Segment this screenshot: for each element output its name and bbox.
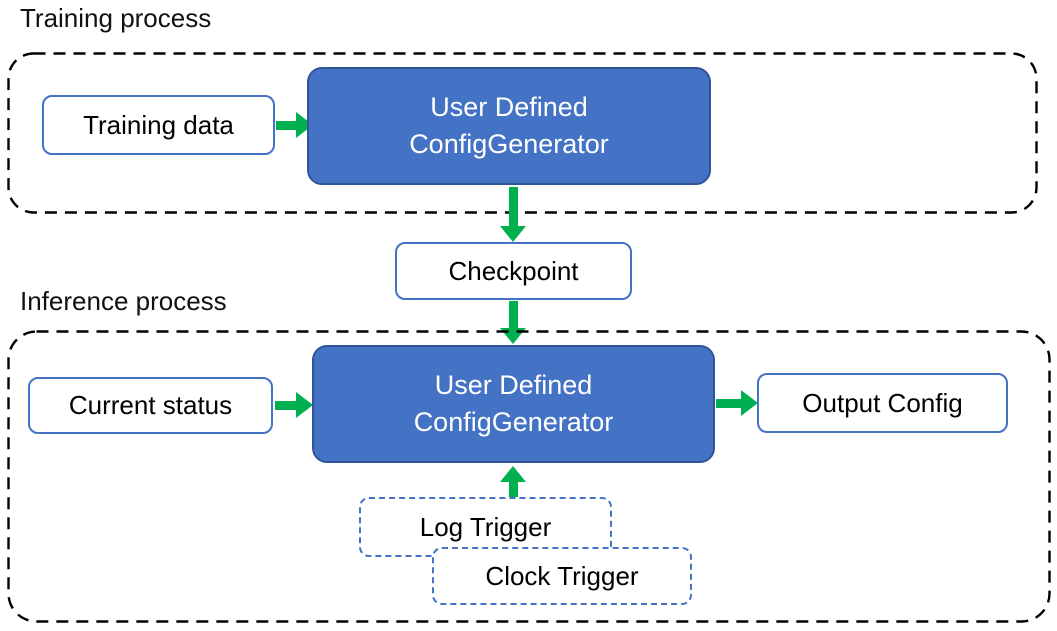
arrow-shaft xyxy=(508,187,518,226)
clock-trigger-box: Clock Trigger xyxy=(432,547,692,605)
current-status-label: Current status xyxy=(68,390,233,420)
arrow-head xyxy=(500,226,526,242)
arrow-shaft xyxy=(716,398,741,408)
training-generator-line2: ConfigGenerator xyxy=(409,129,609,159)
arrow-right-icon xyxy=(275,392,313,418)
training-generator-line1: User Defined xyxy=(430,92,588,122)
checkpoint-label: Checkpoint xyxy=(448,255,579,286)
clock-trigger-label: Clock Trigger xyxy=(485,560,639,591)
output-config-label: Output Config xyxy=(802,387,963,418)
training-data-box: Training data xyxy=(42,95,275,155)
inference-process-label: Inference process xyxy=(20,286,227,316)
arrow-shaft xyxy=(508,482,518,498)
inference-generator-line1: User Defined xyxy=(434,370,593,400)
current-status-box: Current status xyxy=(28,377,273,434)
arrow-shaft xyxy=(275,400,296,410)
training-process-label: Training process xyxy=(20,3,212,33)
arrow-head xyxy=(500,466,526,482)
checkpoint-box: Checkpoint xyxy=(395,242,632,300)
arrow-head xyxy=(741,390,758,416)
arrow-right-icon xyxy=(716,390,758,416)
training-config-generator-box: User Defined ConfigGenerator xyxy=(307,67,711,185)
arrow-shaft xyxy=(276,120,296,130)
arrow-shaft xyxy=(508,301,518,328)
arrow-up-icon xyxy=(500,466,526,498)
inference-config-generator-box: User Defined ConfigGenerator xyxy=(312,345,715,463)
inference-process-container xyxy=(7,330,1051,623)
log-trigger-label: Log Trigger xyxy=(419,511,552,542)
arrow-down-icon xyxy=(500,187,526,242)
inference-generator-line2: ConfigGenerator xyxy=(413,407,614,437)
output-config-box: Output Config xyxy=(757,373,1008,433)
training-process-container xyxy=(7,52,1038,214)
training-data-label: Training data xyxy=(83,109,234,140)
arrow-head xyxy=(296,392,313,418)
